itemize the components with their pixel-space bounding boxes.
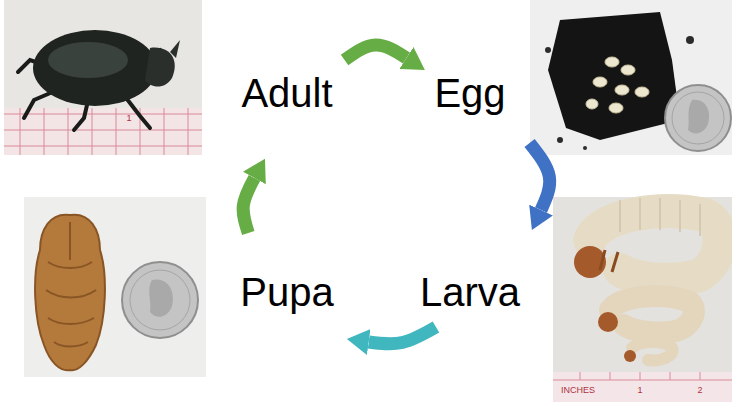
stage-label: Egg <box>430 68 509 118</box>
stage-name: Pupa <box>240 269 333 315</box>
ruler-mark: 1 <box>637 386 642 396</box>
cycle-arrow <box>369 327 436 344</box>
ruler-mark: INCHES <box>561 386 595 396</box>
stage-label: Pupa <box>236 267 337 317</box>
adult-photo <box>4 0 202 155</box>
stage-label: Adult <box>237 68 336 118</box>
stage-name: Adult <box>241 70 332 116</box>
egg-photo <box>530 0 732 155</box>
cycle-arrow <box>530 143 550 210</box>
cycle-arrow <box>345 45 407 60</box>
pupa-photo <box>24 197 206 377</box>
cycle-arrow <box>243 178 254 233</box>
ruler-mark: 1 <box>126 114 131 124</box>
stage-label: Larva <box>416 267 524 317</box>
ruler-mark: 2 <box>697 386 702 396</box>
larva-photo <box>553 197 732 402</box>
stage-name: Larva <box>420 269 520 315</box>
stage-name: Egg <box>434 70 505 116</box>
